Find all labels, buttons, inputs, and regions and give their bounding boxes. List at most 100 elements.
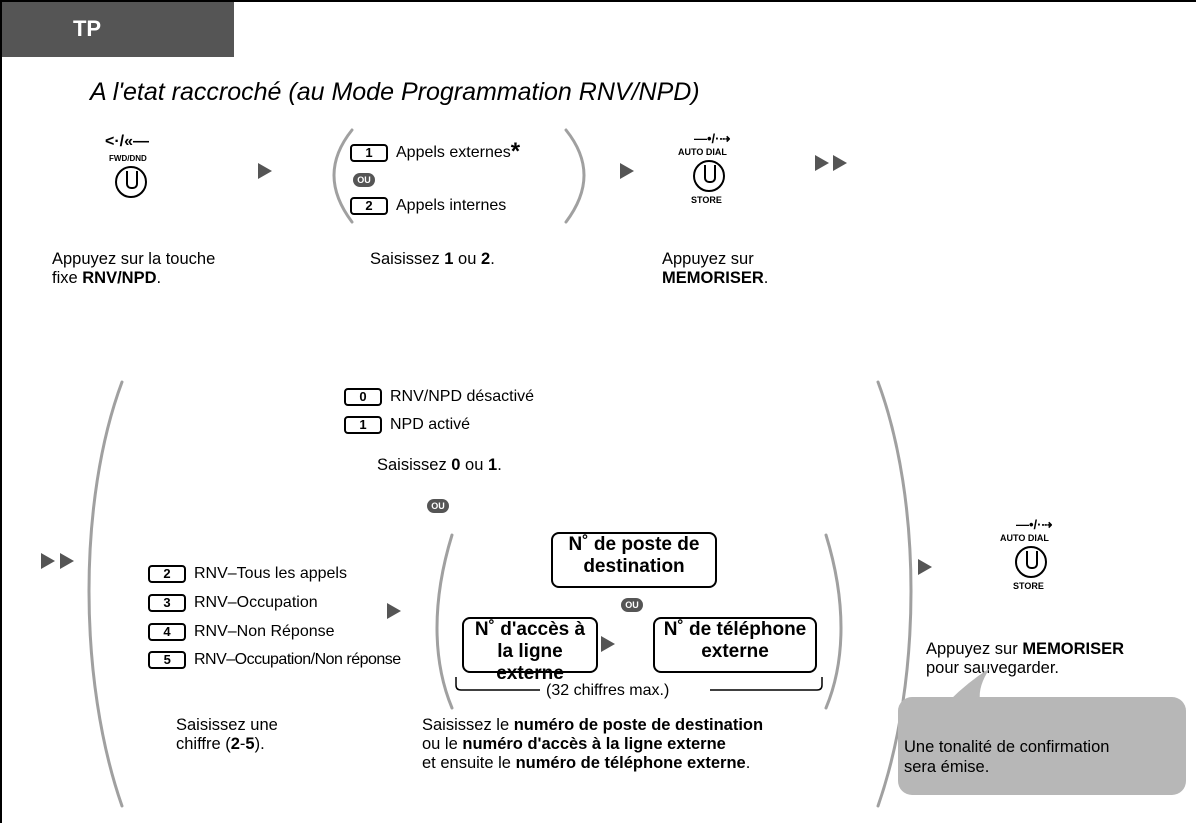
caption-text: chiffre (: [176, 735, 231, 753]
bubble-line1: Une tonalité de confirmation: [904, 738, 1110, 756]
caption-text: et ensuite le: [422, 754, 516, 772]
step4-upper-caption: Saisissez 0 ou 1.: [377, 456, 502, 475]
caption-text: .: [497, 456, 502, 474]
step5-caption: Appuyez sur MEMORISER pour sauvegarder.: [926, 640, 1124, 678]
caption-text: .: [763, 269, 769, 287]
box-line: la ligne externe: [496, 641, 564, 684]
ou-separator-icon: OU: [353, 173, 375, 187]
option-label: RNV–Non Réponse: [194, 623, 335, 640]
caption-text: ou le: [422, 735, 463, 753]
box-line: N˚ de téléphone: [663, 619, 807, 640]
auto-dial-store-button-icon: [1015, 546, 1047, 578]
key-2: 2: [148, 564, 186, 583]
caption-bold: 2: [481, 250, 491, 268]
caption-bold: 1: [444, 250, 454, 268]
step1-caption-line2: fixe RNV/NPD.: [52, 269, 215, 288]
option-label: RNV/NPD désactivé: [390, 388, 535, 405]
caption-text: Saisissez: [377, 456, 452, 474]
frame-left-border: [0, 0, 2, 823]
step1-caption-suffix: .: [156, 269, 162, 287]
caption-text: Appuyez sur: [926, 640, 1023, 658]
key-3: 3: [148, 593, 186, 612]
key-5: 5: [148, 650, 186, 669]
step1-caption: Appuyez sur la touche fixe RNV/NPD.: [52, 250, 215, 288]
next-arrow-icon: [601, 636, 615, 652]
auto-dial-label: AUTO DIAL: [1000, 533, 1049, 543]
dest-extension-box: N˚ de poste de destination: [551, 532, 717, 588]
box-line: destination: [583, 556, 685, 577]
caption-text: Saisissez: [370, 250, 445, 268]
store-label: STORE: [1013, 581, 1044, 591]
option-label: RNV–Tous les appels: [194, 565, 347, 582]
key-4: 4: [148, 622, 186, 641]
option-label: NPD activé: [390, 416, 471, 433]
key-1: 1: [344, 415, 382, 434]
auto-dial-symbol: —•/·⇢: [694, 131, 731, 146]
tp-tab: TP: [2, 2, 234, 57]
step3-caption: Appuyez sur MEMORISER.: [662, 250, 768, 288]
option-npd-on: 1 NPD activé: [344, 415, 470, 435]
confirmation-text: Une tonalité de confirmation sera émise.: [904, 737, 1109, 777]
step1-caption-bold: RNV/NPD: [82, 269, 157, 287]
ou-separator-icon: OU: [427, 499, 449, 513]
caption-line3: et ensuite le numéro de téléphone extern…: [422, 754, 763, 773]
external-phone-box: N˚ de téléphone externe: [653, 617, 817, 673]
step2-caption: Saisissez 1 ou 2.: [370, 250, 495, 269]
caption-bold: 1: [488, 456, 498, 474]
option-label: RNV–Occupation/Non réponse: [194, 651, 401, 668]
caption-bold: MEMORISER: [1022, 640, 1125, 658]
step4-main-caption: Saisissez le numéro de poste de destinat…: [422, 716, 763, 773]
caption-bold: 5: [245, 735, 255, 753]
next-arrow-icon: [258, 163, 272, 179]
option-label: Appels externes: [396, 144, 511, 161]
frame-top-border: [0, 0, 1196, 2]
caption-text: ou: [460, 456, 488, 474]
option-label: RNV–Occupation: [194, 594, 318, 611]
caption-bold: numéro de téléphone externe: [515, 754, 746, 772]
next-arrow-icon: [815, 155, 829, 171]
ou-separator-icon: OU: [621, 598, 643, 612]
step1-caption-line1: Appuyez sur la touche: [52, 250, 216, 268]
auto-dial-label: AUTO DIAL: [678, 147, 727, 157]
fwd-dnd-symbol: <·/«—: [105, 133, 150, 150]
store-label: STORE: [691, 195, 722, 205]
caption-line1: Saisissez une: [176, 716, 278, 734]
caption-text: .: [490, 250, 495, 268]
step4-lower-caption: Saisissez une chiffre (2-5).: [176, 716, 278, 754]
caption-bold: 0: [451, 456, 461, 474]
step3-caption-line2: MEMORISER.: [662, 269, 768, 288]
caption-text: ).: [254, 735, 265, 753]
caption-bold: numéro d'accès à la ligne externe: [462, 735, 726, 753]
key-0: 0: [344, 387, 382, 406]
caption-line2: pour sauvegarder.: [926, 659, 1060, 677]
option-disable: 0 RNV/NPD désactivé: [344, 387, 534, 407]
caption-line2: chiffre (2-5).: [176, 735, 278, 754]
caption-text: -: [239, 735, 246, 753]
line-access-box: N˚ d'accès à la ligne externe: [462, 617, 598, 684]
next-arrow-icon: [833, 155, 847, 171]
key-1: 1: [350, 143, 388, 162]
next-arrow-icon: [918, 559, 932, 575]
caption-text: ou: [453, 250, 481, 268]
page-heading: A l'etat raccroché (au Mode Programmatio…: [90, 78, 700, 106]
next-arrow-icon: [41, 553, 55, 569]
step1-caption-prefix: fixe: [52, 269, 83, 287]
bubble-line2: sera émise.: [904, 758, 990, 776]
fwd-dnd-label: FWD/DND: [109, 154, 147, 163]
key-2: 2: [350, 196, 388, 215]
caption-line1: Saisissez le numéro de poste de destinat…: [422, 716, 763, 735]
auto-dial-store-button-icon: [693, 160, 725, 192]
next-arrow-icon: [60, 553, 74, 569]
caption-bold: 2: [230, 735, 240, 753]
auto-dial-symbol: —•/·⇢: [1016, 517, 1053, 532]
option-label: Appels internes: [396, 197, 507, 214]
caption-line2: ou le numéro d'accès à la ligne externe: [422, 735, 763, 754]
option-rnv-busy-no-answer: 5 RNV–Occupation/Non réponse: [148, 650, 401, 670]
caption-bold: numéro de poste de destination: [513, 716, 764, 734]
confirmation-bubble: [898, 697, 1186, 795]
option-rnv-no-answer: 4 RNV–Non Réponse: [148, 622, 335, 642]
caption-line1: Appuyez sur MEMORISER: [926, 640, 1124, 659]
